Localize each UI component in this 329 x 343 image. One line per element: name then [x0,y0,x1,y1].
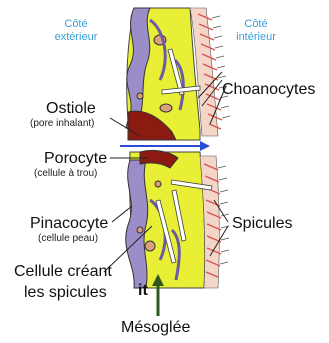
spicules-label: Spicules [232,216,292,232]
water-flow-arrow [120,141,210,151]
pinacocyte-layer-lower [126,160,148,288]
ostiole-note: (pore inhalant) [30,119,94,129]
porocyte-label: Porocyte [44,151,107,167]
cellule-spicules-line1: Cellule créant [14,264,112,280]
pinacocyte-label: Pinacocyte [30,216,108,232]
inner-side-line1: Côté [226,18,286,31]
pinacocyte-note: (cellule peau) [38,234,98,244]
inner-side-line2: intérieur [226,31,286,44]
outer-side-label: Côté extérieur [46,18,106,44]
outer-side-line1: Côté [46,18,106,31]
porocyte-note: (cellule à trou) [34,169,97,179]
stray-text: it [138,283,148,299]
inner-side-label: Côté intérieur [226,18,286,44]
ostiole-label: Ostiole [46,101,96,117]
cellule-spicules-line2: les spicules [24,285,107,301]
mesoglee-label: Mésoglée [121,320,190,336]
choanocytes-label: Choanocytes [222,82,315,98]
outer-side-line2: extérieur [46,31,106,44]
